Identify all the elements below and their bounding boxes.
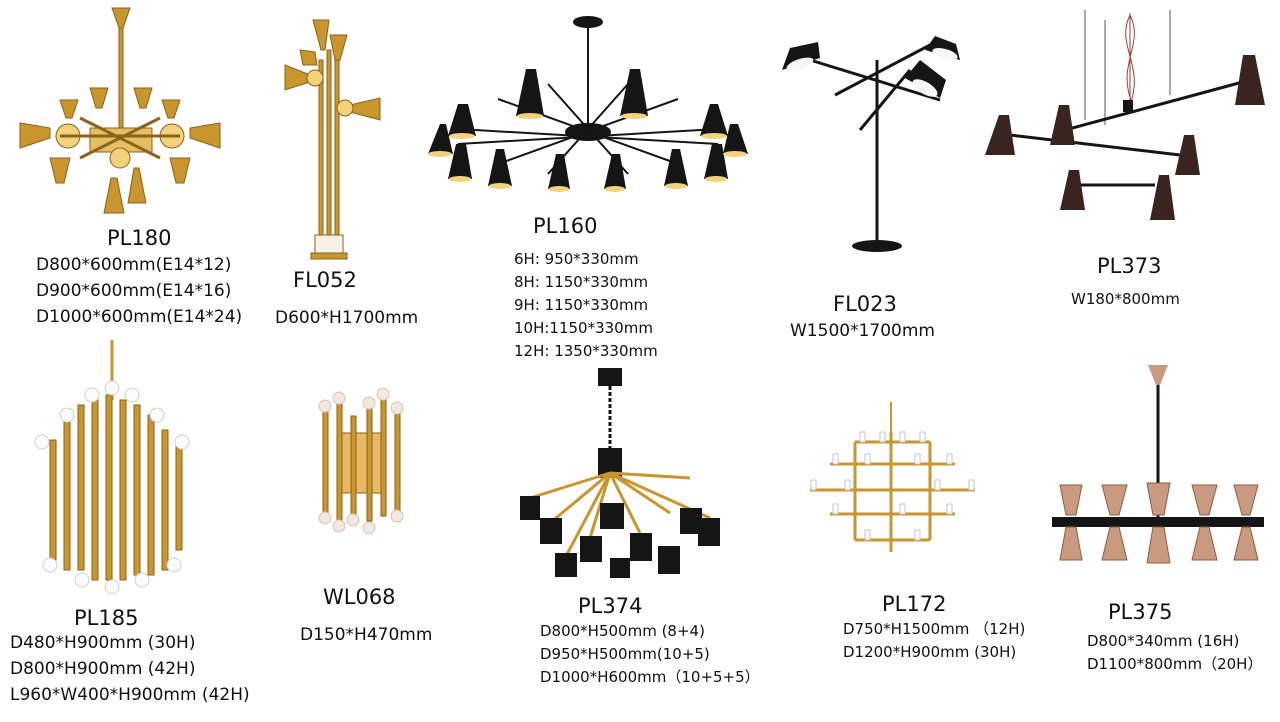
spec-line: D900*600mm(E14*16) [36,281,232,301]
spec-line: D480*H900mm (30H) [10,633,196,653]
spec-line: D800*H500mm (8+4) [540,622,705,640]
product-code: PL374 [578,594,643,618]
product-specs: 6H: 950*330mm 8H: 1150*330mm 9H: 1150*33… [514,248,658,363]
product-code: FL052 [293,268,357,292]
spec-line: D1000*H600mm（10+5+5） [540,668,760,686]
spec-line: W180*800mm [1071,290,1180,308]
brass-horn-floor-lamp-icon [284,19,381,260]
product-code: FL023 [833,292,897,316]
spec-line: 12H: 1350*330mm [514,342,658,360]
spec-line: D150*H470mm [300,625,433,645]
product-code: WL068 [323,585,396,609]
copper-cone-chandelier-icon [1052,365,1264,564]
spec-line: D800*600mm(E14*12) [36,255,232,275]
black-arm-floor-lamp-icon [782,36,960,252]
spec-line: D600*H1700mm [275,308,419,328]
product-specs: W1500*1700mm [790,318,935,344]
brass-horn-chandelier-icon [19,7,221,214]
spec-line: D800*H900mm (42H) [10,659,196,679]
brass-candle-chandelier-icon [810,402,975,552]
brass-tube-chandelier-icon [34,340,190,595]
spec-line: D750*H1500mm （12H) [843,620,1026,638]
product-specs: D600*H1700mm [275,305,418,331]
product-specs: D480*H900mm (30H) D800*H900mm (42H) L960… [10,630,250,708]
brown-cone-pendant-icon [985,10,1265,220]
product-code: PL185 [74,606,139,630]
black-spot-chandelier-icon [520,368,720,578]
spec-line: D800*340mm (16H) [1087,632,1240,650]
spec-line: D1100*800mm（20H） [1087,655,1263,673]
product-specs: D150*H470mm [300,622,432,648]
product-specs: D750*H1500mm （12H) D1200*H900mm (30H) [843,618,1025,664]
product-code: PL180 [107,226,172,250]
product-code: PL375 [1108,600,1173,624]
product-specs: D800*340mm (16H) D1100*800mm（20H） [1087,630,1262,676]
spec-line: D1200*H900mm (30H) [843,643,1017,661]
product-specs: D800*600mm(E14*12) D900*600mm(E14*16) D1… [36,252,242,330]
spec-line: 8H: 1150*330mm [514,273,649,291]
spec-line: D950*H500mm(10+5) [540,645,710,663]
product-code: PL373 [1097,254,1162,278]
black-cone-chandelier-icon [428,16,748,192]
brass-tube-wall-lamp-icon [318,387,404,535]
product-specs: D800*H500mm (8+4) D950*H500mm(10+5) D100… [540,620,760,689]
spec-line: W1500*1700mm [790,321,935,341]
spec-line: 10H:1150*330mm [514,319,653,337]
spec-line: L960*W400*H900mm (42H) [10,685,250,705]
product-code: PL160 [533,214,598,238]
spec-line: 9H: 1150*330mm [514,296,649,314]
product-specs: W180*800mm [1071,288,1180,311]
product-code: PL172 [882,592,947,616]
spec-line: D1000*600mm(E14*24) [36,307,243,327]
spec-line: 6H: 950*330mm [514,250,639,268]
